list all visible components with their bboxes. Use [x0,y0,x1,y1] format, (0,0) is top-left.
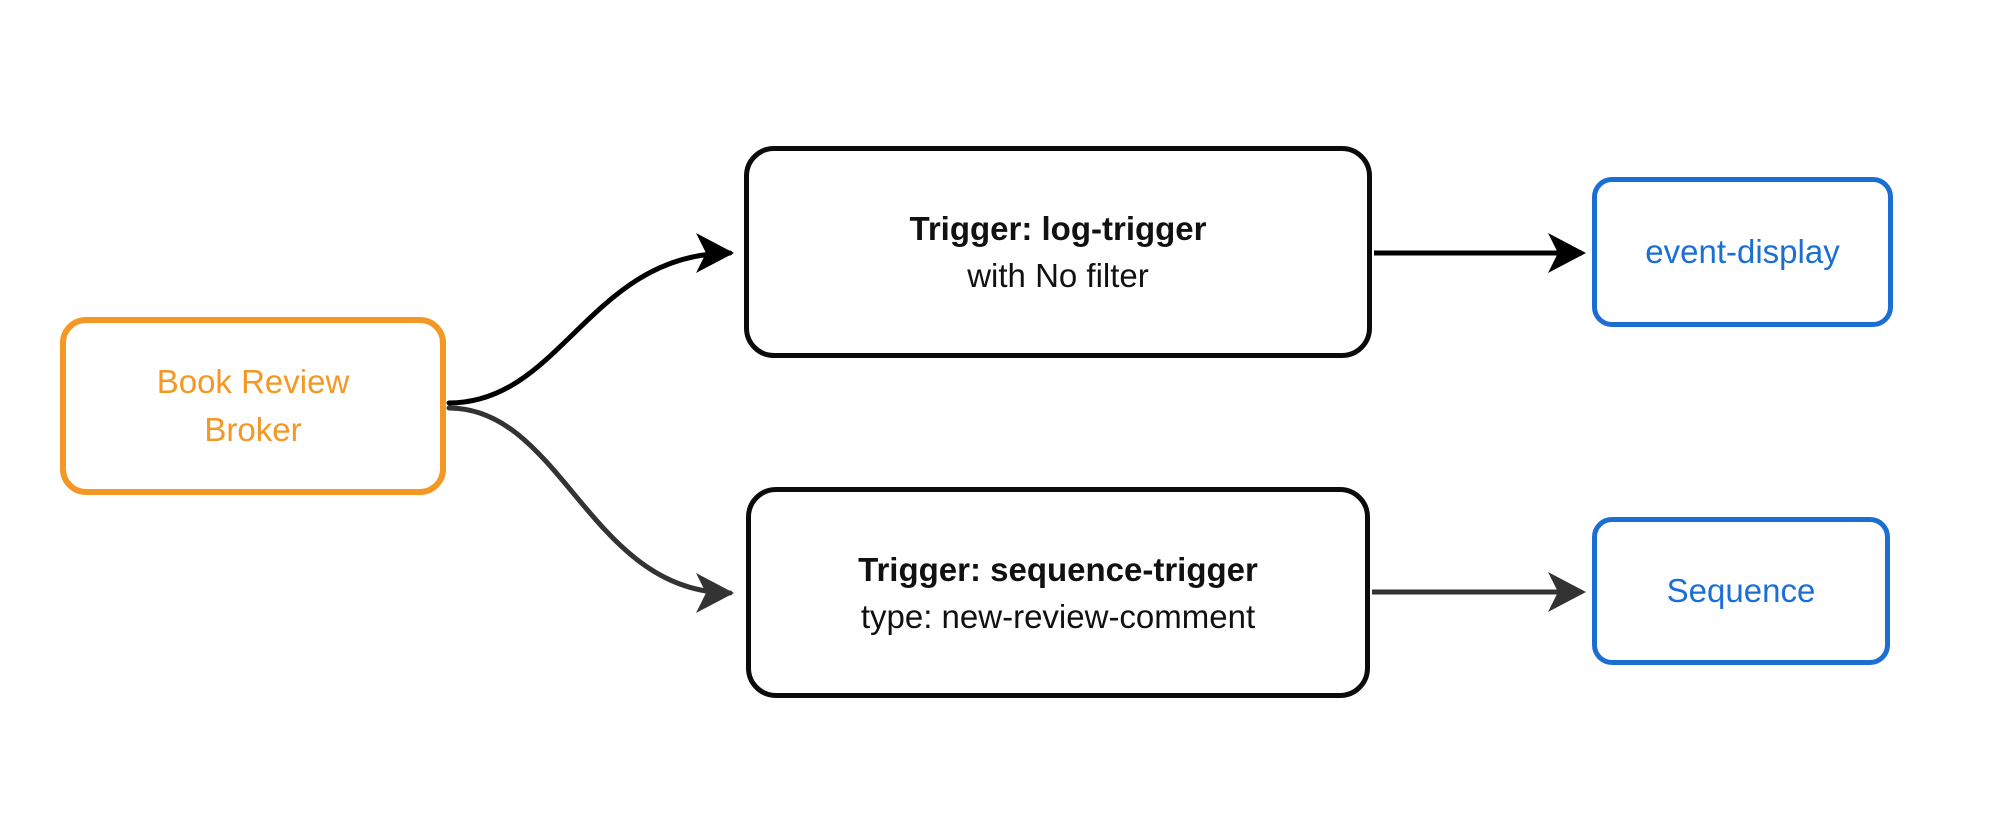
node-book-review-broker-label-line2: Broker [204,411,302,448]
node-event-display-label: event-display [1645,233,1840,270]
node-sequence-trigger-subtitle: type: new-review-comment [860,597,1256,635]
node-log-trigger: Trigger: log-trigger with No filter [744,146,1372,358]
edge-broker-to-log-trigger [446,233,734,406]
node-sequence-label: Sequence [1666,572,1816,609]
node-sequence-trigger: Trigger: sequence-trigger type: new-revi… [746,487,1370,698]
node-log-trigger-title: Trigger: log-trigger [909,210,1207,247]
node-event-display: event-display [1592,177,1893,327]
node-book-review-broker: Book Review Broker [60,317,446,495]
node-sequence: Sequence [1592,517,1890,665]
node-sequence-trigger-title: Trigger: sequence-trigger [858,550,1258,588]
edge-broker-to-sequence-trigger [446,405,734,613]
node-book-review-broker-label-line1: Book Review [156,363,350,400]
node-log-trigger-subtitle: with No filter [967,257,1149,294]
